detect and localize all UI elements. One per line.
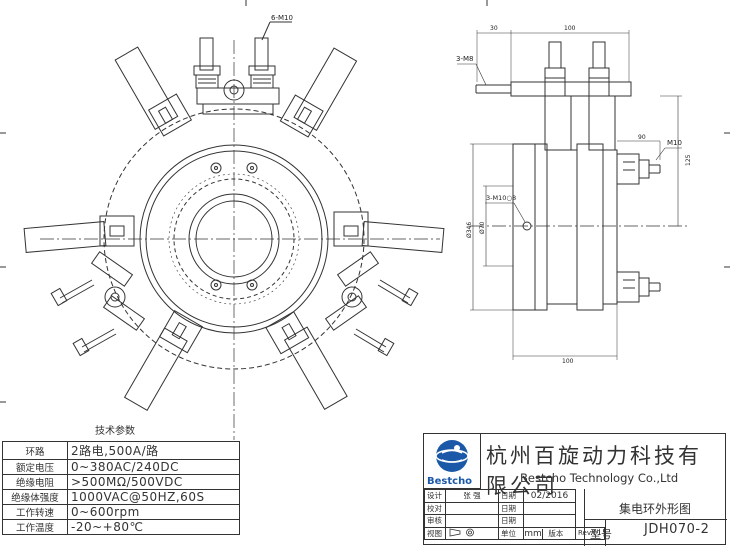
side-thread-right-label: M10 (667, 139, 682, 147)
bolt-holes (210, 162, 258, 291)
side-view (457, 30, 690, 360)
dim-100-bottom: 100 (562, 358, 574, 365)
projection-icon (449, 528, 474, 537)
top-thread-label: 6-M10 (271, 14, 293, 22)
side-thread-center-label: 3-M10○8 (486, 194, 516, 202)
model-value: JDH070-2 (644, 522, 710, 537)
brush-arm-top-right (279, 47, 358, 138)
brush-arm-bottom-left (123, 310, 204, 411)
globe-icon (435, 440, 469, 472)
table-row: 工作温度-20~+80℃ (2, 519, 240, 535)
projection-symbol (445, 526, 499, 540)
dim-125: 125 (685, 154, 692, 166)
logo-text: Bestcho (427, 476, 473, 487)
company-name-en: Bestcho Technology Co.,Ltd (520, 471, 679, 485)
model-label: 型号 (590, 528, 612, 541)
table-row: 绝缘电阻>500MΩ/500VDC (2, 474, 240, 490)
table-row: 审核 日期 (424, 514, 605, 528)
brush-arm-top-left (114, 46, 193, 137)
table-row: 校对 日期 (424, 501, 605, 515)
lower-left-terminal (50, 251, 146, 357)
company-logo: Bestcho (424, 434, 481, 489)
lower-right-terminal (324, 251, 419, 357)
brush-arm-right (333, 211, 445, 253)
brush-arm-left (23, 215, 135, 253)
brush-arm-bottom-right (265, 311, 348, 410)
spec-table-title: 技术参数 (95, 426, 135, 437)
dim-dia-inner: Ø70 (479, 221, 486, 234)
drawing-title: 集电环外形图 (619, 502, 692, 516)
dim-90: 90 (638, 134, 646, 141)
side-thread-left-label: 3-M8 (456, 55, 473, 63)
table-row: 设计 张 强 日期 02/2016 (424, 489, 605, 503)
dim-100-top: 100 (564, 25, 576, 32)
title-block: Bestcho 杭州百旋动力科技有限公司 Bestcho Technology … (423, 433, 727, 546)
approval-grid: 设计 张 强 日期 02/2016 校对 日期 审核 日期 视图 (424, 489, 605, 540)
dim-30: 30 (490, 25, 498, 32)
dim-dia-outer: Ø346 (466, 222, 473, 238)
front-view (23, 21, 445, 440)
table-row: 视图 单位 mm 版本 Rev.01 (424, 526, 605, 540)
top-terminal (193, 37, 280, 115)
